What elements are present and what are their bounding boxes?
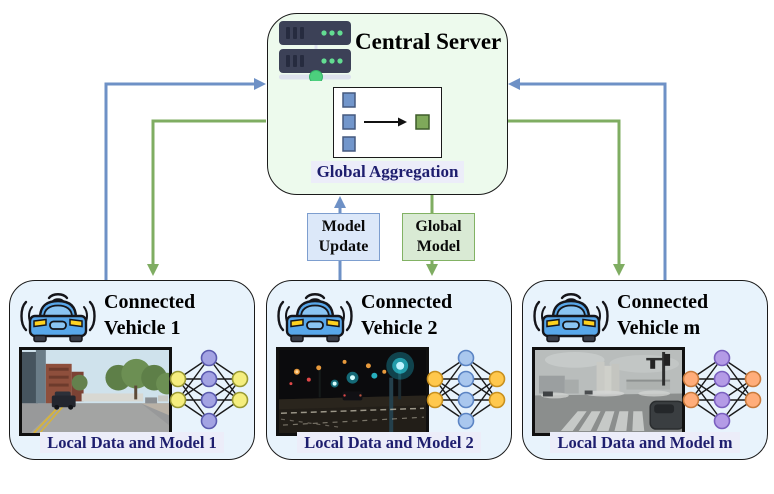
nn-side-nodes [682, 370, 762, 409]
connected-car-icon [533, 293, 609, 343]
nn-side-nodes [169, 370, 249, 409]
camera-photo-overcast-intersection [532, 347, 685, 436]
connected-vehicle-m-box: Connected Vehicle m [522, 280, 768, 460]
vehicle-title: Connected Vehicle m [617, 291, 709, 339]
server-title: Central Server [355, 29, 502, 54]
upload-arrow-vehicle-1 [104, 78, 266, 281]
connected-car-icon [20, 293, 96, 343]
neural-network-icon [682, 349, 762, 430]
vehicle-title: Connected Vehicle 1 [104, 291, 196, 339]
nn-side-nodes [426, 370, 506, 409]
vehicle-caption: Local Data and Model 1 [40, 432, 224, 453]
upload-arrow-vehicle-m [508, 78, 667, 281]
aggregation-flow-icon [342, 92, 430, 152]
model-update-label: Model Update [307, 213, 380, 261]
connected-vehicle-2-box: Connected Vehicle 2 [266, 280, 512, 460]
vehicle-caption: Local Data and Model 2 [297, 432, 481, 453]
connected-car-icon [277, 293, 353, 343]
download-arrow-vehicle-1 [147, 119, 266, 276]
download-arrow-vehicle-m [507, 119, 625, 276]
global-aggregation-label: Global Aggregation [311, 161, 464, 183]
central-server-box: Central Server Global Aggregation [267, 13, 508, 195]
neural-network-icon [426, 349, 506, 430]
global-model-label: Global Model [402, 213, 475, 261]
nn-hidden-nodes [713, 349, 731, 430]
nn-hidden-nodes [457, 349, 475, 430]
aggregation-arrow-icon [398, 117, 407, 127]
server-rack-icon [279, 21, 351, 81]
connected-vehicle-1-box: Connected Vehicle 1 [9, 280, 255, 460]
camera-photo-night-intersection [276, 347, 429, 436]
vehicle-caption: Local Data and Model m [550, 432, 740, 453]
neural-network-icon [169, 349, 249, 430]
global-aggregation-diagram [333, 87, 442, 158]
camera-photo-day-street [19, 347, 172, 436]
vehicle-title: Connected Vehicle 2 [361, 291, 453, 339]
nn-hidden-nodes [200, 349, 218, 430]
